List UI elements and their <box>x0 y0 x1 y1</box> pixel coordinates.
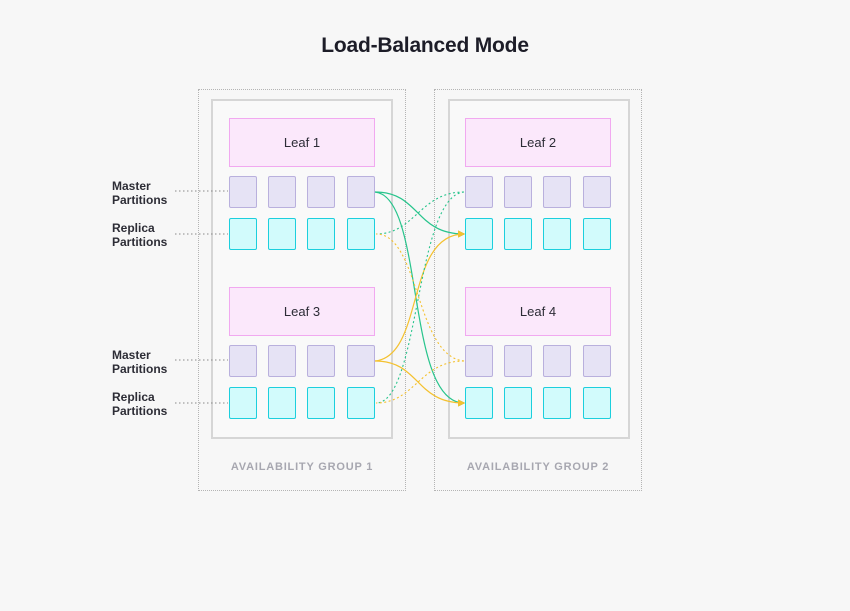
replica-partitions-label: Replica Partitions <box>112 390 168 418</box>
master-partition <box>583 176 611 208</box>
master-partition <box>307 176 335 208</box>
replica-partition <box>307 387 335 419</box>
replication-link <box>375 191 465 404</box>
availability-group-2-label: AVAILABILITY GROUP 2 <box>466 461 610 473</box>
replica-partition <box>229 218 257 250</box>
leaf-4: Leaf 4 <box>465 287 611 336</box>
replica-partition <box>229 387 257 419</box>
master-partition <box>229 345 257 377</box>
replication-link <box>374 230 466 362</box>
replica-partition <box>347 218 375 250</box>
availability-group-2-frame <box>434 89 642 491</box>
replica-partition <box>543 387 571 419</box>
replica-partition <box>543 218 571 250</box>
master-partition <box>465 345 493 377</box>
replica-partitions-label: Replica Partitions <box>112 221 168 249</box>
master-partition <box>347 176 375 208</box>
master-partition <box>543 345 571 377</box>
replica-partition <box>504 387 532 419</box>
master-partition <box>268 176 296 208</box>
replica-partition <box>583 218 611 250</box>
master-partitions-label: Master Partitions <box>112 348 168 376</box>
diagram-title: Load-Balanced Mode <box>321 34 529 57</box>
leaf-1: Leaf 1 <box>229 118 375 167</box>
replica-partition <box>347 387 375 419</box>
replica-partition <box>307 218 335 250</box>
master-partition <box>504 176 532 208</box>
master-partition <box>583 345 611 377</box>
master-partition <box>347 345 375 377</box>
master-partition <box>268 345 296 377</box>
master-partition <box>504 345 532 377</box>
master-partition <box>307 345 335 377</box>
availability-group-1-label: AVAILABILITY GROUP 1 <box>230 461 374 473</box>
replica-partition <box>268 218 296 250</box>
availability-group-1-frame <box>198 89 406 491</box>
replication-link <box>375 360 465 404</box>
leaf-3: Leaf 3 <box>229 287 375 336</box>
replication-link <box>375 233 465 362</box>
master-partition <box>229 176 257 208</box>
replica-partition <box>583 387 611 419</box>
replica-partition <box>268 387 296 419</box>
replication-link <box>374 360 466 407</box>
replica-partition <box>465 218 493 250</box>
replication-link <box>374 191 466 407</box>
master-partitions-label: Master Partitions <box>112 179 168 207</box>
leaf-2: Leaf 2 <box>465 118 611 167</box>
replica-partition <box>504 218 532 250</box>
master-partition <box>465 176 493 208</box>
master-partition <box>543 176 571 208</box>
replication-link <box>374 191 466 238</box>
replica-partition <box>465 387 493 419</box>
